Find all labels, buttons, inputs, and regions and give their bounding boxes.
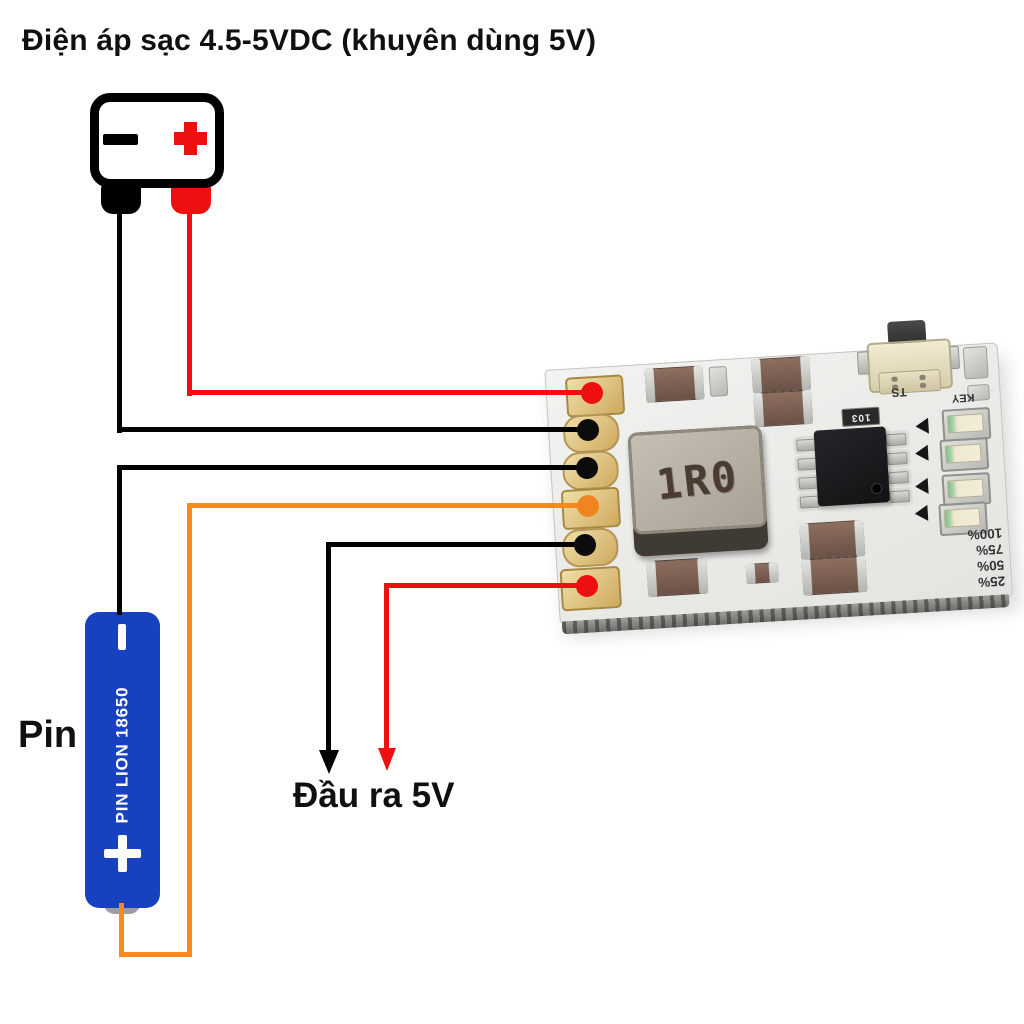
pad-dot-battery-positive [577, 495, 599, 517]
capacitor-small [745, 562, 779, 585]
wire-psu-positive-horizontal [187, 390, 592, 395]
button-hole [919, 382, 927, 389]
led-chip [946, 478, 984, 499]
button-flange [878, 368, 942, 395]
charge-controller-ic [813, 426, 891, 507]
ic-pin [889, 489, 911, 504]
led-arrow-icon [914, 477, 929, 495]
psu-plus-icon [184, 122, 197, 155]
solder-pad [708, 365, 729, 397]
led-chip [946, 413, 984, 434]
pad-dot-output-negative [574, 534, 596, 556]
battery-name-label: Pin [18, 714, 78, 756]
wire-battery-positive-up [119, 903, 124, 957]
page-title: Điện áp sạc 4.5-5VDC (khuyên dùng 5V) [22, 24, 597, 57]
battery-label: PIN LION 18650 [112, 686, 132, 824]
wire-psu-negative-vertical [117, 206, 122, 433]
key-silkscreen: KEY [951, 390, 975, 405]
wire-battery-positive-horizontal [187, 503, 588, 508]
pad-dot-output-positive [576, 575, 598, 597]
capacitor [751, 355, 812, 394]
ic-pin [888, 471, 909, 485]
led-arrow-icon [914, 444, 929, 462]
output-negative-arrow-icon [319, 750, 339, 774]
capacitor [801, 555, 868, 596]
button-hole [919, 374, 926, 381]
inductor: 1R0 [627, 424, 769, 557]
led-arrow-icon [915, 417, 929, 435]
charge-level-labels: 25% 50% 75% 100% [934, 524, 1005, 592]
led-arrow-icon [914, 504, 929, 522]
switch-silkscreen: TS [890, 384, 908, 400]
wire-battery-negative-vertical [117, 465, 122, 615]
wire-output-negative-horizontal [326, 542, 585, 547]
led-75 [939, 437, 990, 472]
wire-battery-positive-bottom [119, 952, 192, 957]
output-positive-arrow-icon [378, 748, 396, 771]
ic-pin [885, 433, 907, 447]
pcb-face: 1R0 103 [544, 319, 1014, 624]
resistor-103: 103 [841, 406, 881, 427]
led-chip [944, 443, 982, 464]
button-hole [891, 376, 898, 382]
capacitor [644, 365, 705, 403]
led-chip [943, 507, 981, 528]
battery-label-wrap: PIN LION 18650 [85, 640, 160, 870]
capacitor [799, 519, 866, 560]
inductor-label: 1R0 [653, 450, 741, 509]
capacitor [646, 557, 709, 598]
pad-dot-battery-negative [576, 457, 598, 479]
solder-pad [962, 345, 989, 380]
resistor-label: 103 [850, 410, 871, 423]
capacitor [753, 389, 814, 428]
wire-psu-negative-horizontal [117, 427, 588, 432]
pcb-module: 1R0 103 [544, 319, 1014, 635]
wire-output-negative-vertical [326, 542, 331, 752]
battery-minus-icon [118, 624, 126, 650]
pad-dot-input-negative [577, 419, 599, 441]
wire-battery-positive-vertical [187, 503, 192, 957]
wire-output-positive-vertical [384, 583, 389, 750]
output-label: Đầu ra 5V [293, 776, 455, 815]
wire-psu-positive-vertical [187, 206, 192, 396]
psu-minus-icon [103, 134, 138, 145]
inductor-top-face: 1R0 [627, 424, 768, 535]
ic-pin [887, 452, 908, 466]
wire-output-positive-horizontal [384, 583, 587, 588]
pad-dot-input-positive [581, 382, 603, 404]
battery-plus-icon [118, 835, 127, 872]
wire-battery-negative-horizontal [117, 465, 587, 470]
ic-pin1-dot [870, 482, 883, 495]
